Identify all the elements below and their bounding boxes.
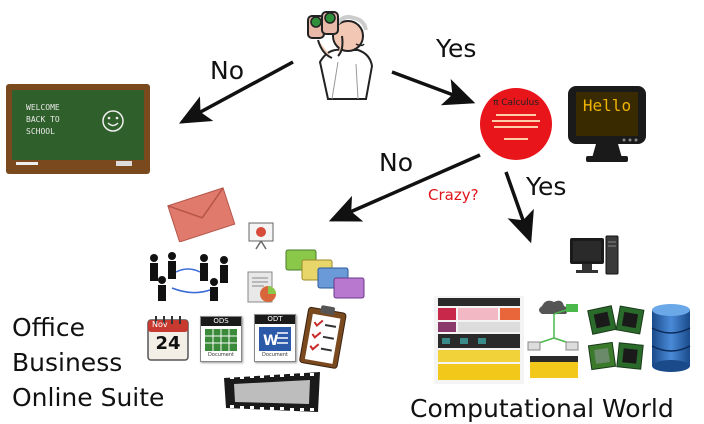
calendar-month: Nov (152, 320, 168, 329)
arrow-to-computational (504, 171, 534, 244)
eraser (116, 161, 132, 166)
edge-label-yes-mid: Yes (526, 172, 567, 201)
calculus-title: π Calculus (492, 98, 540, 108)
film-strip-icon (224, 372, 320, 412)
disc-text-line (494, 126, 538, 128)
network-diagram-icon (527, 300, 579, 378)
chalk-line-2: BACK TO (26, 115, 60, 124)
chalk-line-1: WELCOME (26, 103, 60, 112)
edge-label-no-top: No (210, 56, 244, 85)
disc-text-line (496, 114, 536, 116)
people-network-icon (150, 252, 228, 301)
edge-label-no-mid: No (379, 148, 413, 177)
ods-document-icon: ODS Document (200, 316, 242, 362)
blackboard: WELCOME BACK TO SCHOOL (6, 84, 150, 174)
desktop-computer-icon (570, 235, 619, 275)
word-document-icon: W (259, 327, 291, 351)
smiley-icon (102, 110, 124, 132)
computational-world-label: Computational World (410, 394, 674, 423)
calculus-disc: π Calculus (480, 88, 552, 160)
arrow-to-office (328, 153, 481, 222)
disc-text-line (492, 120, 540, 122)
svg-text:W: W (263, 333, 278, 349)
odt-label: ODT (255, 315, 295, 324)
office-label-line-2: Business (12, 348, 123, 377)
monitor-screen-text: Hello (582, 96, 632, 115)
ods-label: ODS (201, 317, 241, 326)
ods-caption: Document (208, 352, 234, 358)
envelope-icon (167, 187, 236, 242)
office-label: Office Business Online Suite (12, 310, 164, 415)
database-icon (651, 304, 691, 372)
clipboard-checklist-icon (299, 305, 347, 369)
calendar-icon (147, 316, 189, 361)
dashboard-panel-icon (434, 296, 524, 384)
arrow-to-calculus (391, 70, 476, 106)
chalk-piece (16, 162, 38, 165)
disc-text-line (504, 138, 528, 140)
odt-caption: Document (262, 352, 288, 358)
edge-label-crazy: Crazy? (428, 186, 479, 204)
arrow-to-blackboard (178, 60, 294, 124)
office-label-line-1: Office (12, 313, 85, 342)
folders-icon (285, 249, 365, 299)
chalk-text: WELCOME BACK TO SCHOOL (26, 102, 60, 138)
calendar-day: 24 (155, 333, 181, 354)
chalk-line-3: SCHOOL (26, 127, 55, 136)
odt-document-icon: ODT W Document (254, 314, 296, 362)
edge-label-yes-top: Yes (436, 34, 477, 63)
scientist-binoculars-icon (307, 11, 374, 100)
monitor-icon (568, 86, 646, 162)
chalkboard-surface: WELCOME BACK TO SCHOOL (12, 90, 144, 160)
cpu-chips-icon (587, 305, 645, 371)
chart-document-icon (247, 271, 276, 303)
office-label-line-3: Online Suite (12, 383, 165, 412)
presentation-icon (248, 222, 274, 250)
spreadsheet-grid-icon (205, 329, 237, 351)
